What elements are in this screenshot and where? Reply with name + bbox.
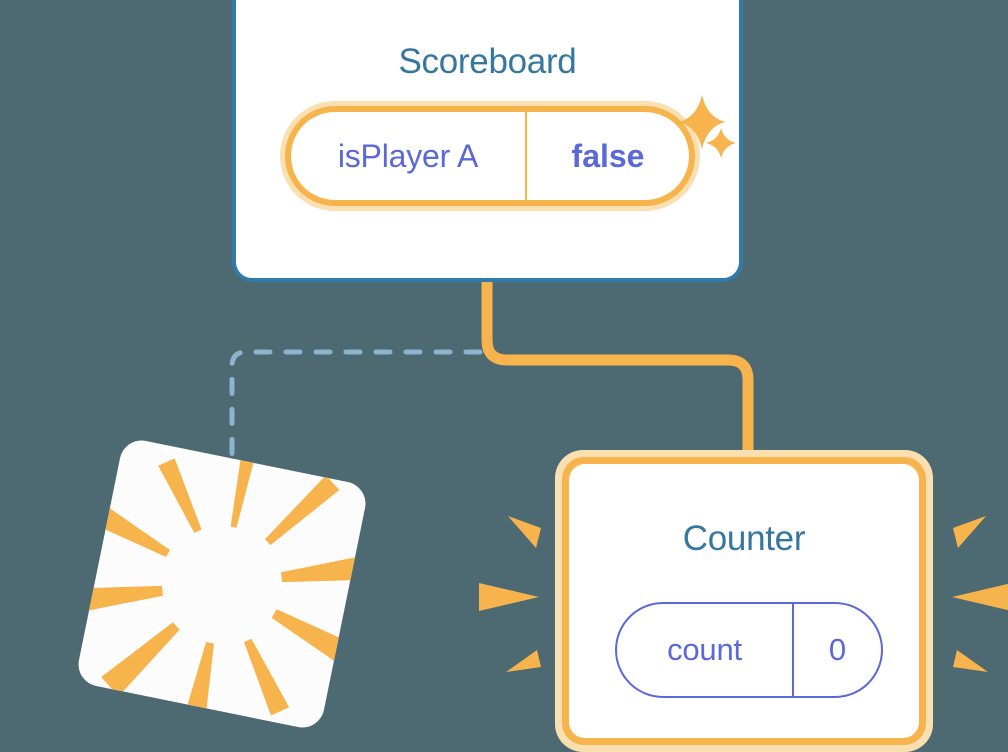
scoreboard-state-key: isPlayer A xyxy=(337,137,479,174)
counter-state-pill[interactable]: count 0 xyxy=(615,602,883,698)
counter-card-highlight-ring: Counter count 0 xyxy=(562,457,926,745)
dashed-connector-to-blank-card xyxy=(229,349,483,465)
counter-ray-left-mid-icon xyxy=(479,583,539,611)
counter-card[interactable]: Counter count 0 xyxy=(555,450,933,752)
page-title-scoreboard: Scoreboard xyxy=(398,42,577,81)
page-title-counter: Counter xyxy=(682,519,806,558)
counter-state-key: count xyxy=(667,632,742,667)
counter-card-face: Counter count 0 xyxy=(569,464,919,738)
counter-ray-right-bottom-icon xyxy=(953,650,988,672)
scoreboard-pill-ring: isPlayer A false xyxy=(285,106,695,206)
counter-ray-right-mid-icon xyxy=(952,583,1008,611)
sparkle-large-icon xyxy=(679,95,725,149)
solid-connector-to-counter xyxy=(481,282,754,458)
counter-state-value: 0 xyxy=(792,604,881,696)
scoreboard-pill-face: isPlayer A false xyxy=(291,112,689,200)
scoreboard-state-value: false xyxy=(525,112,689,200)
counter-ray-left-top-icon xyxy=(508,516,541,548)
scoreboard-card[interactable]: Scoreboard isPlayer A false xyxy=(232,0,743,282)
counter-ray-left-bottom-icon xyxy=(506,650,541,672)
counter-ray-right-top-icon xyxy=(953,516,986,548)
scoreboard-state-pill[interactable]: isPlayer A false xyxy=(280,101,700,211)
sparkle-small-icon xyxy=(706,128,736,158)
